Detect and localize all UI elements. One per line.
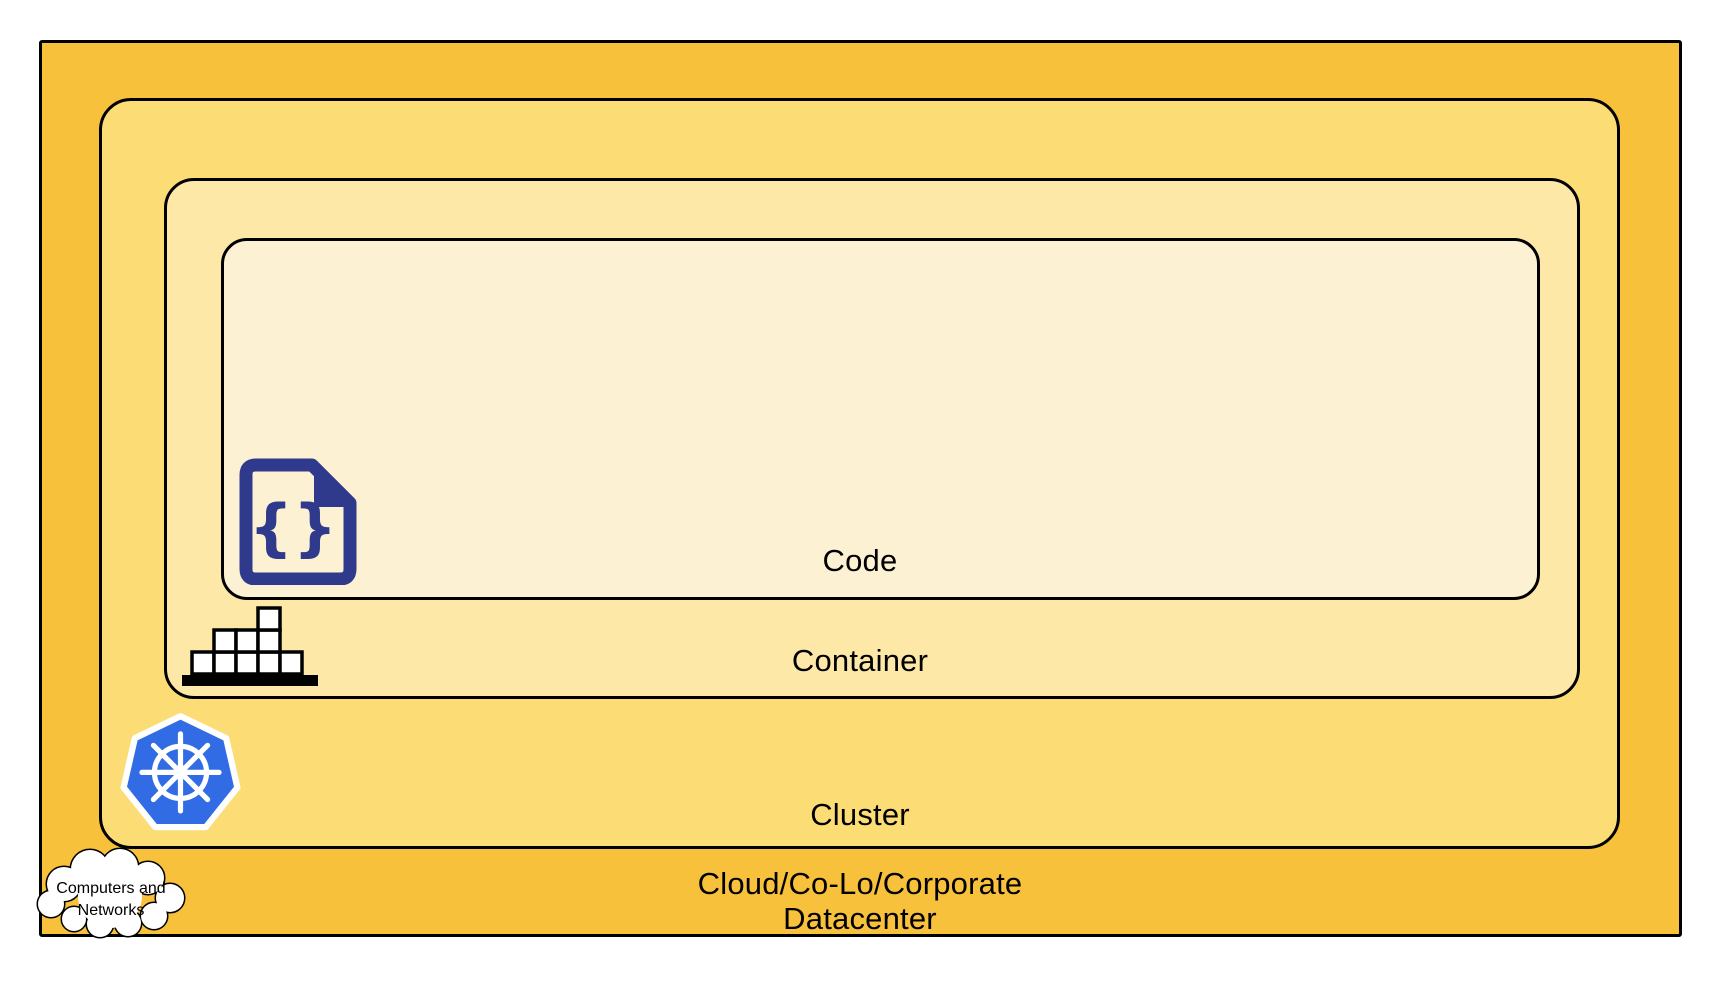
- code-file-outline: [239, 458, 357, 585]
- code-braces-glyph: {}: [249, 491, 337, 564]
- code-label: Code: [822, 543, 898, 578]
- code-layer-box: [221, 238, 1540, 600]
- container-label: Container: [791, 643, 929, 678]
- cloud-label-line1: Computers and: [56, 880, 165, 897]
- datacenter-label-line1: Cloud/Co-Lo/Corporate: [697, 866, 1023, 901]
- datacenter-label-line2: Datacenter: [783, 901, 937, 936]
- container-boxes-group: [190, 606, 304, 676]
- kubernetes-icon: [120, 713, 241, 831]
- cloud-icon: Computers and Networks: [36, 847, 186, 939]
- kubernetes-wheel-hub: [173, 765, 188, 780]
- code-file-icon: {}: [239, 458, 357, 585]
- code-file-fold: [314, 463, 356, 507]
- datacenter-label: Cloud/Co-Lo/Corporate Datacenter: [0, 866, 1720, 936]
- cloud-body: [38, 849, 184, 937]
- container-base-bar: [182, 675, 318, 686]
- container-boxes-icon: [182, 606, 318, 686]
- cluster-label: Cluster: [810, 797, 910, 832]
- cloud-label-line2: Networks: [78, 902, 145, 919]
